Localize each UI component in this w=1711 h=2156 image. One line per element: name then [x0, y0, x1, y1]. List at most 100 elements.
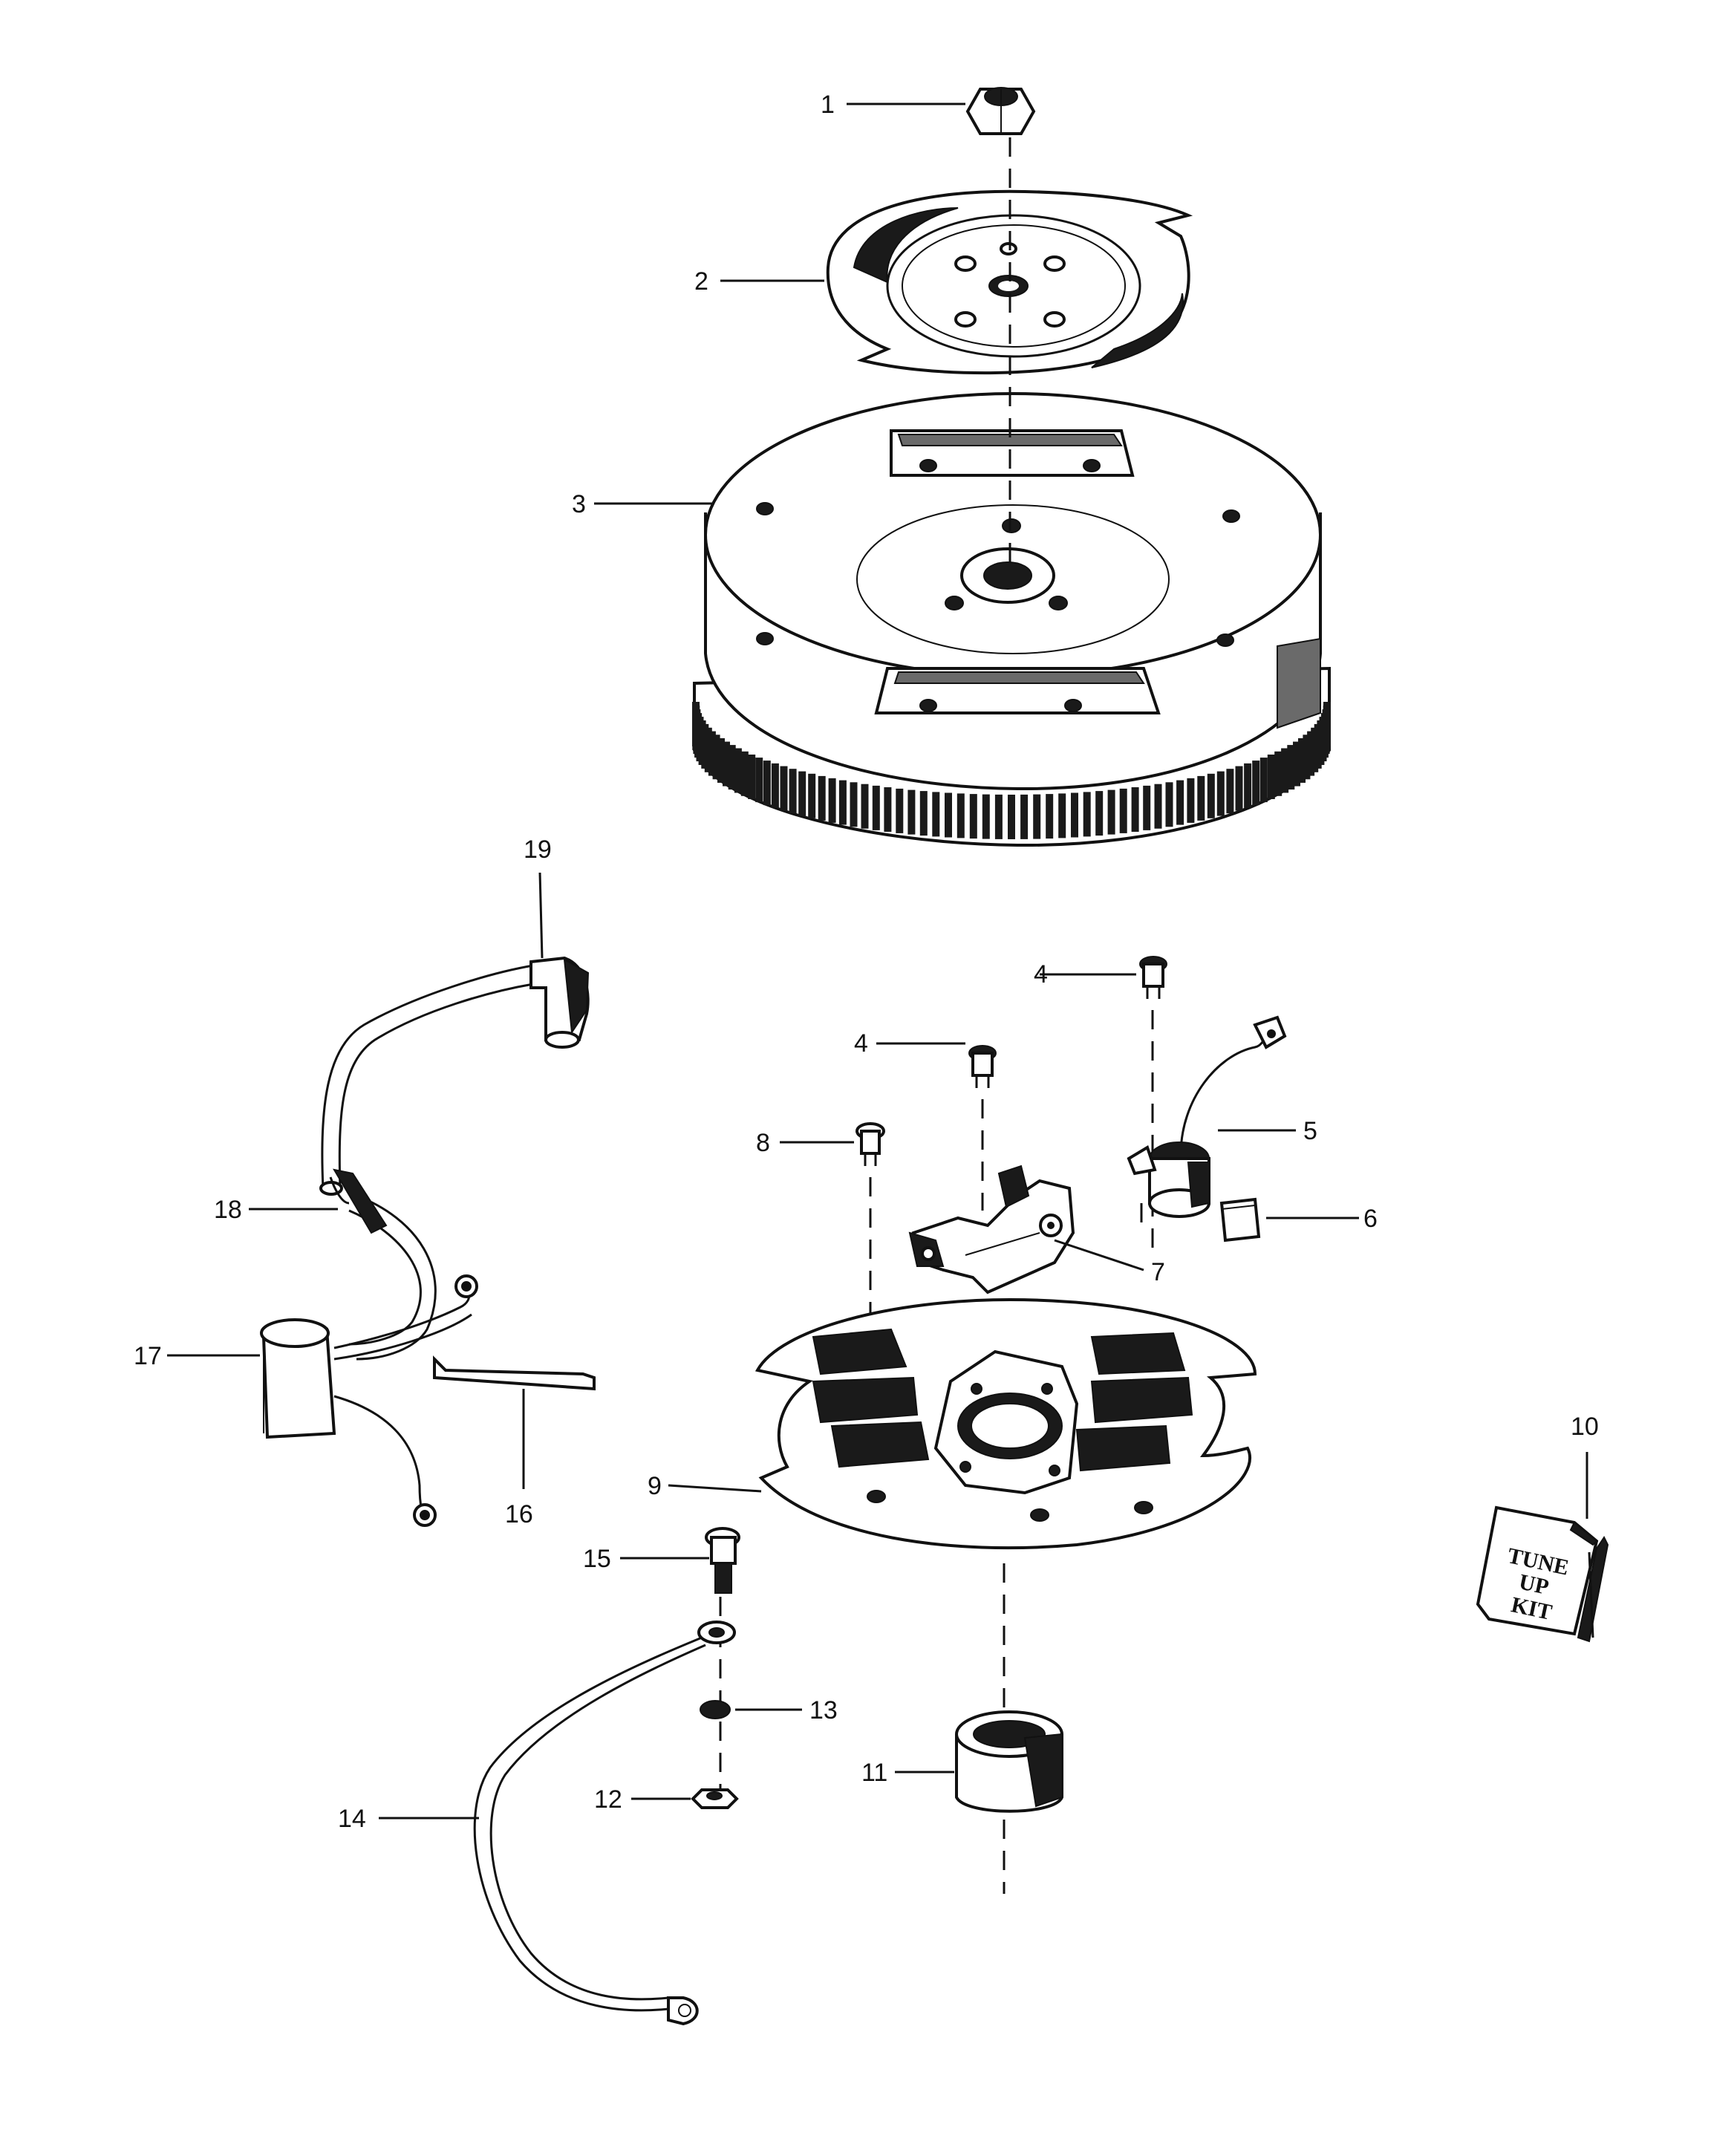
part-1-nut	[965, 87, 1036, 135]
callout-5: 5	[1303, 1117, 1317, 1145]
ring-gear-tooth	[994, 794, 1003, 839]
ring-gear-tooth	[1131, 787, 1139, 832]
part-7-breaker-points	[908, 1165, 1075, 1294]
ring-gear-tooth	[884, 787, 892, 832]
ring-gear-tooth	[1020, 794, 1029, 839]
ring-gear-tooth	[1307, 731, 1315, 776]
ring-gear-tooth	[1197, 775, 1205, 821]
part-6-wick	[1219, 1197, 1261, 1243]
callout-16: 16	[505, 1500, 533, 1528]
callouts: 1 2 3 4 4 5 6 7 8 9 10 11 12 13 14 15 16…	[134, 91, 1599, 1833]
ring-gear-tooth	[748, 755, 756, 799]
ring-gear-tooth	[982, 794, 990, 839]
part-11-bushing	[955, 1710, 1063, 1813]
callout-6: 6	[1363, 1205, 1378, 1233]
ring-gear-tooth	[907, 789, 916, 835]
part-3-flywheel	[692, 392, 1331, 847]
ring-gear-tooth	[1083, 792, 1091, 837]
part-14-ground-lead	[473, 1621, 736, 2026]
callout-1: 1	[821, 91, 835, 119]
callout-13: 13	[809, 1696, 838, 1725]
ring-gear-tooth	[969, 794, 977, 839]
callout-14: 14	[338, 1805, 366, 1833]
kit-label-line2: UP	[1516, 1569, 1551, 1600]
part-10-tune-up-kit: TUNE UP KIT	[1476, 1505, 1609, 1643]
part-12-nut	[691, 1788, 739, 1809]
callout-4-upper: 4	[1034, 960, 1048, 989]
ring-gear-tooth	[1216, 771, 1225, 816]
ring-gear-tooth	[1058, 793, 1066, 838]
part-16-feeler	[433, 1355, 596, 1391]
leader-lines	[167, 102, 1588, 1820]
ring-gear-tooth	[798, 771, 806, 816]
ring-gear-tooth	[1235, 766, 1243, 811]
ring-gear-tooth	[838, 780, 847, 825]
ring-gear-tooth	[1107, 789, 1115, 835]
ring-gear-tooth	[1046, 794, 1054, 839]
ring-gear-tooth	[945, 792, 952, 838]
ring-gear-tooth	[1071, 792, 1078, 838]
callout-7: 7	[1151, 1258, 1165, 1286]
ring-gear-tooth	[1207, 773, 1215, 818]
ring-gear-tooth	[1008, 795, 1015, 839]
ring-gear-tooth	[1303, 735, 1311, 780]
callout-12: 12	[594, 1785, 622, 1814]
ring-gear-tooth	[1143, 785, 1151, 830]
callout-15: 15	[583, 1545, 611, 1573]
callout-10: 10	[1571, 1413, 1599, 1441]
ring-gear-tooth	[1323, 702, 1331, 746]
ring-gear-tooth	[861, 784, 869, 829]
ring-gear-tooth	[1154, 784, 1162, 829]
ring-gear-tooth	[1226, 769, 1234, 814]
ring-gear-tooth	[818, 775, 826, 821]
ring-gear-tooth	[755, 758, 763, 803]
part-18-lead	[329, 1168, 437, 1361]
ring-gear-tooth	[1176, 780, 1184, 825]
ring-gear-tooth	[1033, 794, 1041, 839]
ring-gear-tooth	[1095, 791, 1104, 836]
ring-gear-tooth	[717, 738, 725, 783]
part-5-condenser	[1127, 1015, 1287, 1218]
part-4-screw-lower	[968, 1045, 997, 1088]
part-15-screw	[705, 1527, 740, 1594]
ring-gear-tooth	[1259, 758, 1268, 803]
part-17-coil	[260, 1274, 478, 1527]
ring-gear-tooth	[1293, 741, 1300, 786]
ring-gear-tooth	[828, 778, 836, 823]
callout-4-lower: 4	[854, 1029, 868, 1058]
ring-gear-tooth	[789, 769, 797, 814]
callout-9: 9	[648, 1472, 662, 1500]
ring-gear-tooth	[1119, 788, 1127, 833]
ring-gear-tooth	[712, 735, 720, 780]
ring-gear-tooth	[740, 751, 749, 796]
part-8-screw	[856, 1122, 885, 1166]
ring-gear-tooth	[728, 745, 736, 790]
callout-19: 19	[524, 836, 552, 864]
callout-2: 2	[694, 267, 708, 296]
ring-gear-tooth	[1187, 778, 1195, 823]
ring-gear-tooth	[808, 773, 816, 818]
ring-gear-tooth	[872, 785, 880, 830]
ring-gear-tooth	[1244, 763, 1252, 808]
ring-gear-tooth	[1252, 761, 1260, 806]
ring-gear-tooth	[704, 727, 712, 772]
ring-gear-tooth	[1274, 751, 1283, 796]
callout-18: 18	[214, 1196, 242, 1224]
ring-gear-tooth	[896, 788, 904, 833]
ring-gear-tooth	[1287, 745, 1295, 790]
part-19-spark-plug-lead	[319, 956, 590, 1196]
part-9-stator-plate	[755, 1297, 1257, 1550]
ring-gear-tooth	[850, 782, 858, 827]
ring-gear-tooth	[763, 761, 771, 806]
part-13-lockwasher	[700, 1700, 731, 1719]
part-2-plate	[826, 189, 1193, 375]
part-4-screw-upper	[1139, 956, 1167, 999]
ring-gear-tooth	[1281, 748, 1289, 793]
ring-gear-tooth	[956, 793, 965, 838]
ring-gear-tooth	[1298, 738, 1306, 783]
ring-gear-tooth	[1267, 755, 1275, 799]
ring-gear-tooth	[771, 763, 779, 808]
ring-gear-tooth	[708, 731, 716, 776]
callout-3: 3	[572, 490, 586, 518]
